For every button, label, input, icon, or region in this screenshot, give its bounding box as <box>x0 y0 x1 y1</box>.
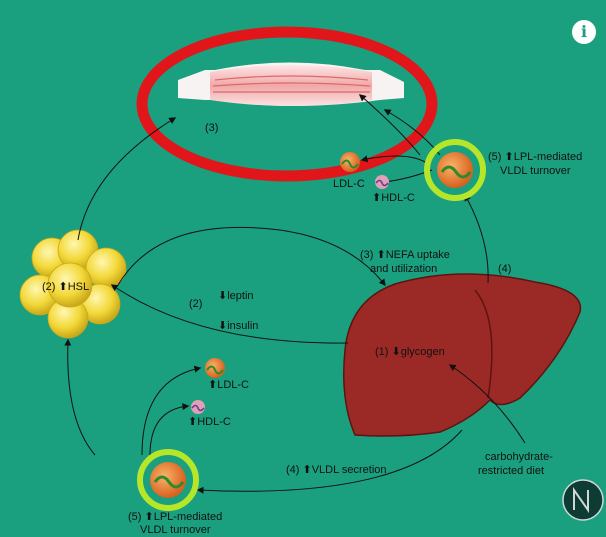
fat-cells-icon <box>19 229 127 339</box>
lipoprotein-icon-bottom <box>191 358 225 414</box>
diet-label-1: carbohydrate- <box>485 451 553 463</box>
step2-label: (2) <box>189 298 202 310</box>
lpl-bottom-label-1: (5) ⬆LPL-mediated <box>128 511 222 523</box>
ldl-bottom-label: ⬆LDL-C <box>208 379 249 391</box>
lpl-turnover-top <box>424 139 486 201</box>
leptin-label: ⬇leptin <box>218 290 254 302</box>
info-icon[interactable]: i <box>572 20 596 44</box>
muscle-step-label: (3) <box>205 122 218 134</box>
hdl-top-label: ⬆HDL-C <box>372 192 415 204</box>
lpl-top-label-1: (5) ⬆LPL-mediated <box>488 151 582 163</box>
liver-icon <box>343 273 582 437</box>
pathway-arrows <box>64 94 526 494</box>
glycogen-label: (1) ⬇glycogen <box>375 346 445 358</box>
step4-right-label: (4) <box>498 263 511 275</box>
nefa-label-2: and utilization <box>370 263 437 275</box>
diet-label-2: restricted diet <box>478 465 544 477</box>
nefa-label-1: (3) ⬆NEFA uptake <box>360 249 450 261</box>
logo-icon <box>562 479 604 521</box>
insulin-label: ⬇insulin <box>218 320 258 332</box>
lipoprotein-icon <box>340 152 389 189</box>
lpl-turnover-bottom <box>137 449 199 511</box>
highlight-ring <box>136 26 438 182</box>
lpl-top-label-2: VLDL turnover <box>500 165 571 177</box>
hsl-label: (2) ⬆HSL <box>42 281 89 293</box>
vldl-secretion-label: (4) ⬆VLDL secretion <box>286 464 387 476</box>
lpl-bottom-label-2: VLDL turnover <box>140 524 211 536</box>
ldl-top-label: LDL-C <box>333 178 365 190</box>
muscle-icon <box>178 62 404 106</box>
hdl-bottom-label: ⬆HDL-C <box>188 416 231 428</box>
